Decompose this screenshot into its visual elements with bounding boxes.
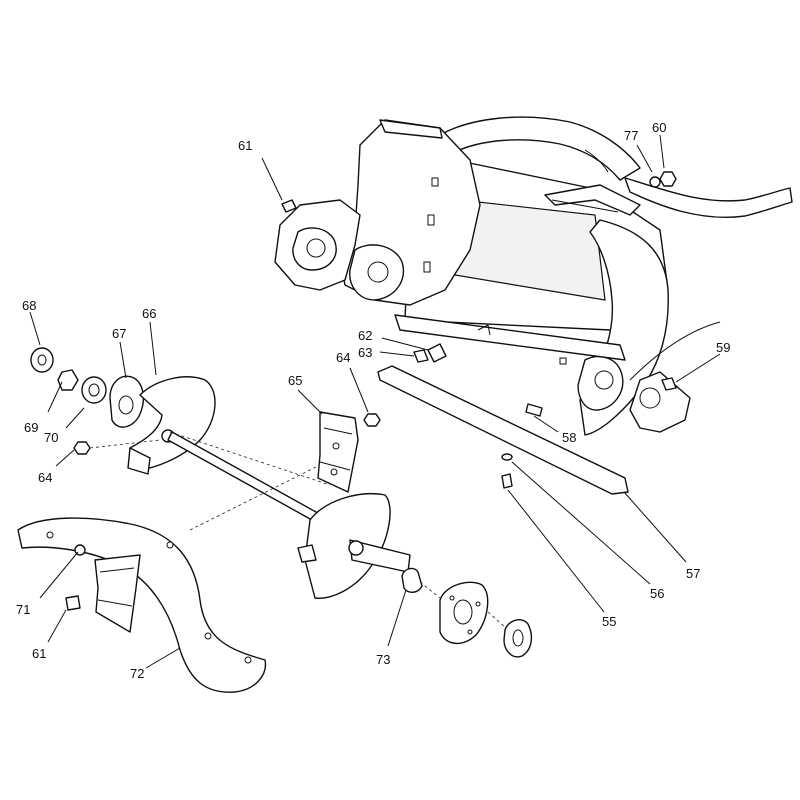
callout-70: 70 [44,430,58,445]
callout-73: 73 [376,652,390,667]
callout-65: 65 [288,373,302,388]
right-auger-assembly [297,493,533,658]
callout-67: 67 [112,326,126,341]
shave-plate [377,365,629,495]
callout-62: 62 [358,328,372,343]
auger-housing [274,116,793,436]
callout-56: 56 [650,586,664,601]
callout-69: 69 [24,420,38,435]
callout-68: 68 [22,298,36,313]
callout-55: 55 [602,614,616,629]
callout-61-top: 61 [238,138,252,153]
callout-58: 58 [562,430,576,445]
leader-lines [29,134,721,669]
callout-labels: 61 77 60 68 67 66 62 63 64 65 59 69 70 6… [16,120,730,681]
callout-57: 57 [686,566,700,581]
callout-72: 72 [130,666,144,681]
callout-59: 59 [716,340,730,355]
callout-64-upper: 64 [336,350,350,365]
callout-60: 60 [652,120,666,135]
callout-64-lower: 64 [38,470,52,485]
callout-63: 63 [358,345,372,360]
hardware [281,171,677,489]
callout-61-bottom: 61 [32,646,46,661]
auger-bracket [317,411,359,493]
auger-blade [17,517,267,693]
callout-71: 71 [16,602,30,617]
callout-66: 66 [142,306,156,321]
callout-77: 77 [624,128,638,143]
